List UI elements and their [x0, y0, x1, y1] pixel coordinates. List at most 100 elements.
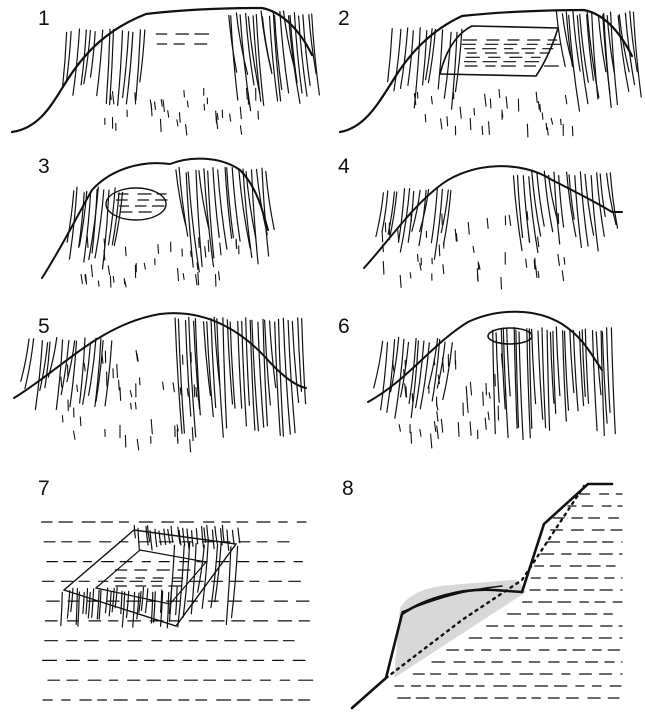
dash-stroke [163, 100, 164, 111]
dash-stroke [98, 281, 99, 286]
hatch-stroke [434, 189, 442, 259]
dash-stroke [184, 91, 185, 97]
dash-stroke [80, 417, 81, 426]
hatch-stroke [232, 168, 240, 242]
hatch-stroke [258, 322, 264, 427]
rounded-hill-drawing [0, 300, 322, 460]
dash-stroke [542, 113, 543, 119]
dash-stroke [163, 382, 164, 389]
hatch-stroke [188, 172, 199, 272]
dash-stroke [447, 117, 448, 126]
dash-stroke [418, 254, 419, 261]
hatch-stroke [394, 29, 401, 91]
hatch-stroke [246, 318, 250, 406]
hatch-stroke [67, 591, 69, 618]
hatch-stroke [171, 526, 173, 542]
dash-stroke [77, 385, 78, 391]
dash-stroke [509, 215, 511, 225]
hatch-stroke [97, 30, 103, 95]
dash-stroke [540, 105, 541, 112]
dash-stroke [131, 403, 132, 409]
dash-stroke [111, 94, 112, 100]
panel-5: 5 [0, 300, 322, 460]
dash-stroke [399, 425, 400, 431]
dash-stroke [191, 251, 192, 256]
dash-stroke [455, 229, 456, 241]
hatch-stroke [374, 341, 383, 388]
dash-stroke [198, 272, 199, 284]
dash-stroke [443, 358, 444, 372]
dash-stroke [411, 432, 412, 443]
hatch-stroke [199, 171, 209, 229]
dash-stroke [564, 258, 565, 265]
hatch-stroke [154, 592, 156, 622]
dash-stroke [382, 231, 383, 242]
dash-stroke [506, 97, 507, 108]
dash-stroke [400, 275, 401, 287]
hatch-stroke [537, 174, 544, 227]
hatch-stroke [155, 529, 157, 546]
cratered-mound-drawing [0, 150, 322, 300]
dash-stroke [136, 351, 137, 361]
hatch-stroke [105, 341, 112, 406]
dash-stroke [441, 419, 442, 432]
dash-stroke [458, 423, 459, 437]
hatch-stroke [280, 11, 289, 93]
dash-stroke [158, 245, 159, 254]
dash-stroke [113, 277, 114, 283]
hatch-stroke [585, 174, 594, 235]
hatch-stroke [63, 32, 67, 87]
hatch-stroke [73, 29, 80, 95]
hatch-stroke [580, 172, 588, 246]
hatch-stroke [148, 526, 150, 541]
dash-stroke [204, 104, 205, 110]
dash-stroke [478, 262, 479, 269]
hatch-stroke [252, 170, 259, 264]
hatch-stroke [246, 14, 254, 85]
dash-stroke [240, 126, 241, 135]
hatch-stroke [79, 191, 86, 246]
dash-stroke [135, 403, 136, 410]
hatch-stroke [222, 525, 224, 542]
hatch-stroke [134, 525, 135, 537]
hatch-stroke [187, 529, 189, 549]
hatch-stroke [178, 319, 184, 433]
dash-stroke [240, 107, 241, 119]
dash-stroke [562, 271, 563, 281]
hatch-stroke [519, 332, 523, 440]
hatch-stroke [431, 188, 437, 243]
terrace-fill [394, 580, 526, 678]
dash-stroke [412, 394, 413, 403]
dash-stroke [499, 90, 500, 98]
dash-stroke [538, 237, 539, 247]
dash-stroke [437, 426, 439, 438]
dash-stroke [398, 230, 399, 241]
hatch-stroke [547, 330, 550, 430]
dash-stroke [551, 118, 552, 124]
dash-stroke [546, 123, 547, 129]
dash-stroke [196, 275, 197, 285]
panel-4: 4 [322, 150, 645, 300]
depressed-mound-drawing [322, 0, 645, 150]
dash-stroke [194, 385, 195, 397]
hatch-stroke [532, 172, 541, 236]
dash-stroke [441, 119, 442, 129]
dash-stroke [177, 120, 178, 126]
hatch-stroke [92, 589, 94, 617]
dash-stroke [117, 365, 118, 378]
dash-stroke [483, 392, 484, 405]
hatch-stroke [202, 527, 204, 549]
hatch-stroke [294, 13, 302, 93]
dash-stroke [405, 384, 406, 397]
dash-stroke [187, 101, 188, 107]
dash-stroke [81, 274, 82, 283]
hatch-stroke [118, 31, 123, 106]
dash-stroke [467, 399, 468, 413]
dash-stroke [489, 122, 490, 134]
dash-stroke [536, 92, 537, 102]
hatch-stroke [607, 328, 610, 413]
dash-stroke [425, 115, 426, 122]
hatch-stroke [35, 341, 42, 410]
hatch-stroke [61, 592, 63, 625]
dash-stroke [487, 218, 488, 228]
